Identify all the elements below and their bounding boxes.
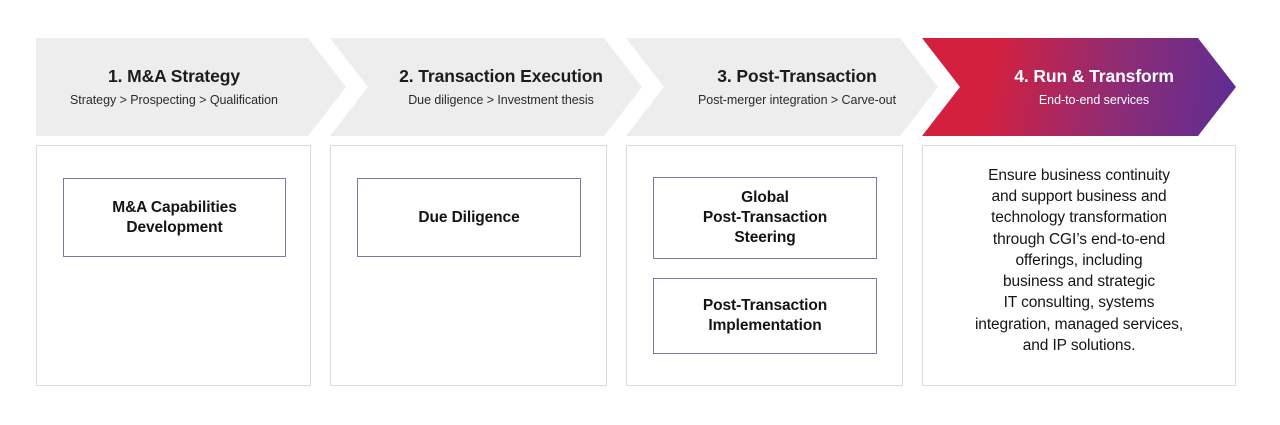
chevron-stage-1-title: 1. M&A Strategy	[107, 66, 241, 87]
chevron-stage-4[interactable]: 4. Run & Transform End-to-end services	[922, 38, 1236, 136]
chevron-stage-3-content: 3. Post-Transaction Post-merger integrat…	[626, 66, 938, 108]
chevron-stage-3-subtitle: Post-merger integration > Carve-out	[698, 93, 896, 108]
chevron-stage-2-title: 2. Transaction Execution	[399, 66, 603, 87]
chevron-stage-4-content: 4. Run & Transform End-to-end services	[922, 66, 1236, 108]
chevron-stage-1-subtitle: Strategy > Prospecting > Qualification	[70, 93, 278, 108]
offering-box-due-diligence[interactable]: Due Diligence	[357, 178, 581, 257]
chevron-stage-2[interactable]: 2. Transaction Execution Due diligence >…	[330, 38, 642, 136]
chevron-stage-2-subtitle: Due diligence > Investment thesis	[408, 93, 594, 108]
chevron-stage-3-title: 3. Post-Transaction	[717, 66, 877, 87]
process-chevron-ribbon: 1. M&A Strategy Strategy > Prospecting >…	[0, 38, 1280, 136]
chevron-stage-2-content: 2. Transaction Execution Due diligence >…	[330, 66, 642, 108]
card-stage-2: Due Diligence	[330, 145, 607, 386]
chevron-stage-1-content: 1. M&A Strategy Strategy > Prospecting >…	[36, 66, 346, 108]
chevron-stage-1[interactable]: 1. M&A Strategy Strategy > Prospecting >…	[36, 38, 346, 136]
chevron-stage-4-subtitle: End-to-end services	[1038, 93, 1150, 108]
chevron-stage-4-title: 4. Run & Transform	[1014, 66, 1174, 87]
chevron-stage-3[interactable]: 3. Post-Transaction Post-merger integrat…	[626, 38, 938, 136]
